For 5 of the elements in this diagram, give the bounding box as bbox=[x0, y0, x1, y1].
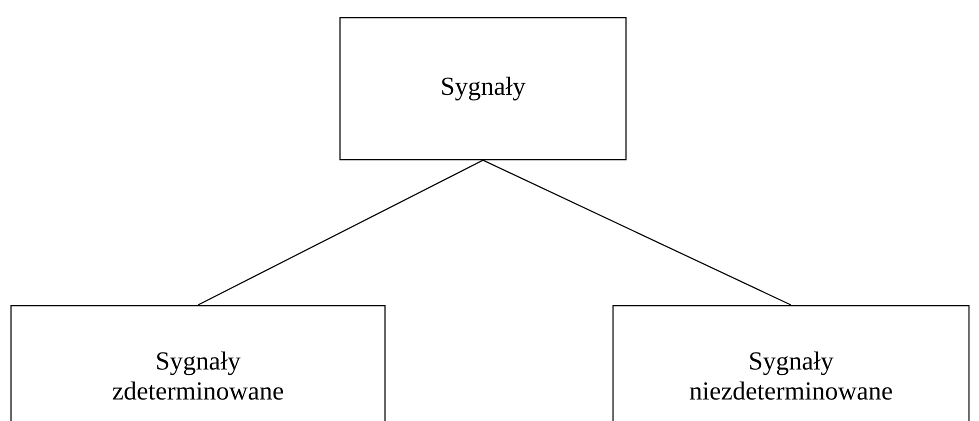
process-box: Sygnały niezdeterminowane bbox=[612, 305, 970, 421]
connector-line bbox=[482, 160, 792, 306]
process-box: Sygnały bbox=[339, 17, 627, 160]
connector-line bbox=[198, 160, 484, 306]
process-box: Sygnały zdeterminowane bbox=[10, 305, 386, 421]
